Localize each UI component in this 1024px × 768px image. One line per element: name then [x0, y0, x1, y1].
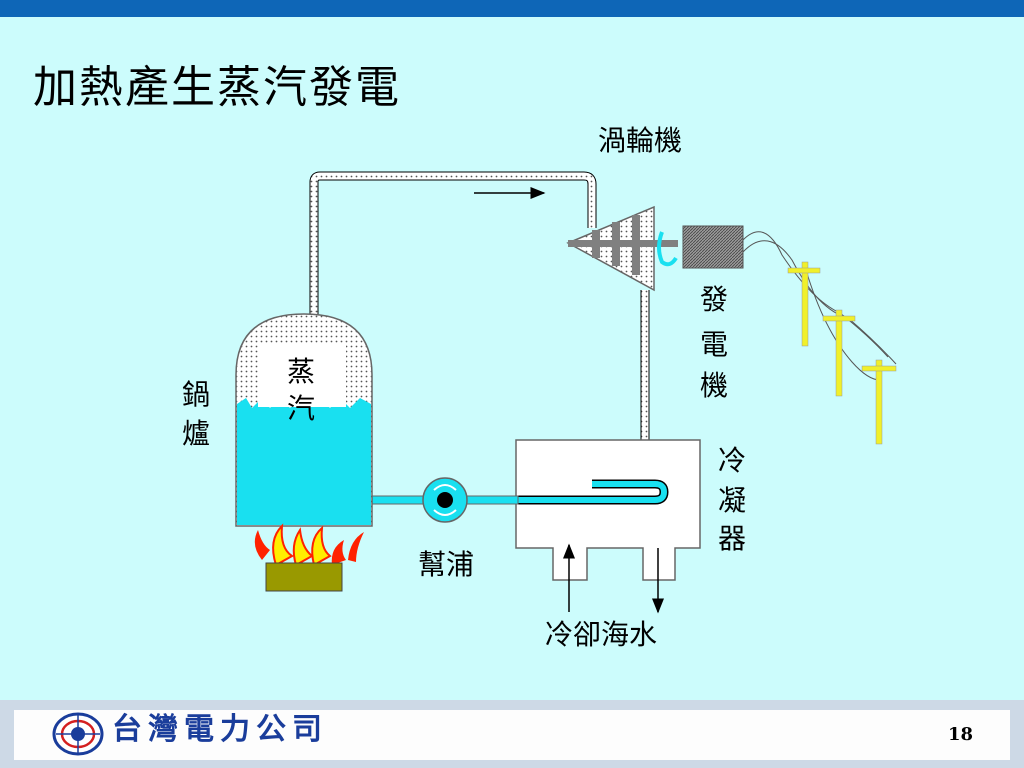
steam-pipe — [309, 171, 597, 316]
boiler-label-2: 爐 — [182, 417, 210, 450]
company-name: 台灣電力公司 — [112, 712, 328, 747]
footer — [0, 700, 1024, 768]
utility-pole-icon-2 — [822, 309, 856, 397]
generator-label-2: 電 — [700, 328, 728, 361]
generator-label-1: 發 — [700, 283, 728, 316]
slide-title: 加熱產生蒸汽發電 — [33, 62, 401, 113]
burner — [265, 562, 343, 592]
generator-label-3: 機 — [700, 369, 728, 402]
top-bar — [0, 0, 1024, 17]
condenser-label-3: 器 — [718, 522, 746, 555]
pump-label: 幫浦 — [418, 548, 474, 581]
power-lines — [742, 231, 897, 381]
taipower-logo-icon — [52, 712, 104, 756]
boiler-label-1: 鍋 — [182, 378, 210, 411]
cooling-water-label: 冷卻海水 — [545, 618, 657, 651]
steam-label-box — [258, 345, 346, 407]
generator-icon — [682, 225, 744, 269]
utility-pole-icon-3 — [861, 359, 897, 445]
boiler — [235, 313, 373, 527]
turbine-label: 渦輪機 — [598, 124, 682, 157]
steam-label-2: 汽 — [287, 392, 315, 425]
condenser — [514, 439, 701, 581]
flame-icon — [254, 523, 364, 567]
pump-icon — [422, 477, 468, 523]
footer-panel — [14, 710, 1010, 760]
utility-pole-icon-1 — [787, 261, 821, 347]
steam-power-diagram: 渦輪機 發 電 機 鍋 爐 蒸 汽 冷 凝 器 幫浦 冷卻海水 — [182, 124, 897, 651]
turbine-icon — [566, 205, 678, 292]
page-number: 18 — [948, 724, 974, 745]
condenser-label-1: 冷 — [718, 444, 746, 477]
condenser-label-2: 凝 — [718, 484, 746, 517]
steam-label-1: 蒸 — [287, 355, 315, 388]
